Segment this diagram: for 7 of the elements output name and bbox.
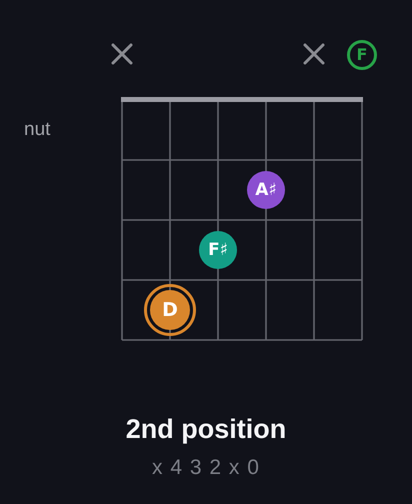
root-note-dot: D <box>144 284 196 336</box>
note-dot: F♯ <box>199 231 237 269</box>
open-string-marker: F <box>347 40 377 70</box>
note-dot: A♯ <box>247 171 285 209</box>
chord-heading: 2nd position <box>126 413 286 446</box>
fingering-caption: x 4 3 2 x 0 <box>152 455 260 481</box>
nut-label: nut <box>24 118 50 142</box>
